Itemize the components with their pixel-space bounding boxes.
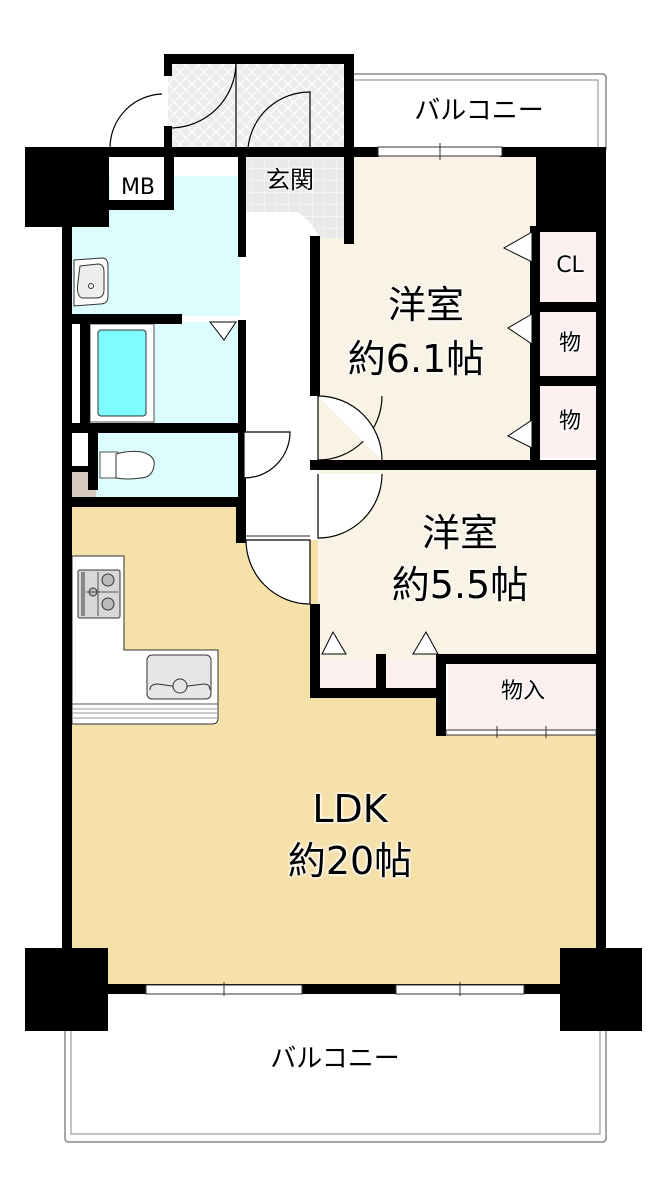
- kitchen-sink-icon: [146, 654, 212, 700]
- storage-1-floor: [540, 312, 600, 376]
- western-room-1-size: 約6.1帖: [347, 337, 485, 381]
- balcony-bottom: [64, 1030, 607, 1143]
- ldk-floor: [70, 505, 600, 985]
- storage-small-b: [386, 660, 440, 692]
- toilet-icon: [99, 450, 155, 480]
- storage-2-label: 物: [558, 409, 581, 434]
- closet-floor: [540, 232, 600, 302]
- ldk-size: 約20帖: [287, 839, 413, 883]
- balcony-top-label: バルコニー: [414, 96, 544, 126]
- storage-3-label: 物入: [500, 679, 545, 704]
- doors: [109, 63, 383, 605]
- storage-3-floor: [448, 662, 598, 732]
- walls: [25, 54, 642, 1031]
- western-room-1-name: 洋室: [387, 283, 464, 327]
- western-room-2-size: 約5.5帖: [391, 563, 529, 607]
- closet-label: CL: [556, 253, 584, 278]
- closet-doors: [208, 231, 533, 655]
- entrance-label: 玄関: [266, 166, 314, 194]
- western-room-2-name: 洋室: [421, 511, 498, 555]
- ldk-name: LDK: [312, 787, 388, 831]
- storage-2-floor: [540, 386, 600, 458]
- bathtub-icon: [97, 329, 147, 417]
- entrance-porch: [168, 62, 348, 150]
- gas-stove-icon: [77, 569, 121, 619]
- windows: [145, 143, 597, 996]
- balcony-top: [352, 73, 607, 150]
- storage-small-a: [320, 660, 376, 692]
- meter-box-label: MB: [120, 175, 156, 200]
- balcony-bottom-label: バルコニー: [270, 1044, 400, 1074]
- storage-1-label: 物: [558, 331, 581, 356]
- entrance-floor: [246, 156, 346, 238]
